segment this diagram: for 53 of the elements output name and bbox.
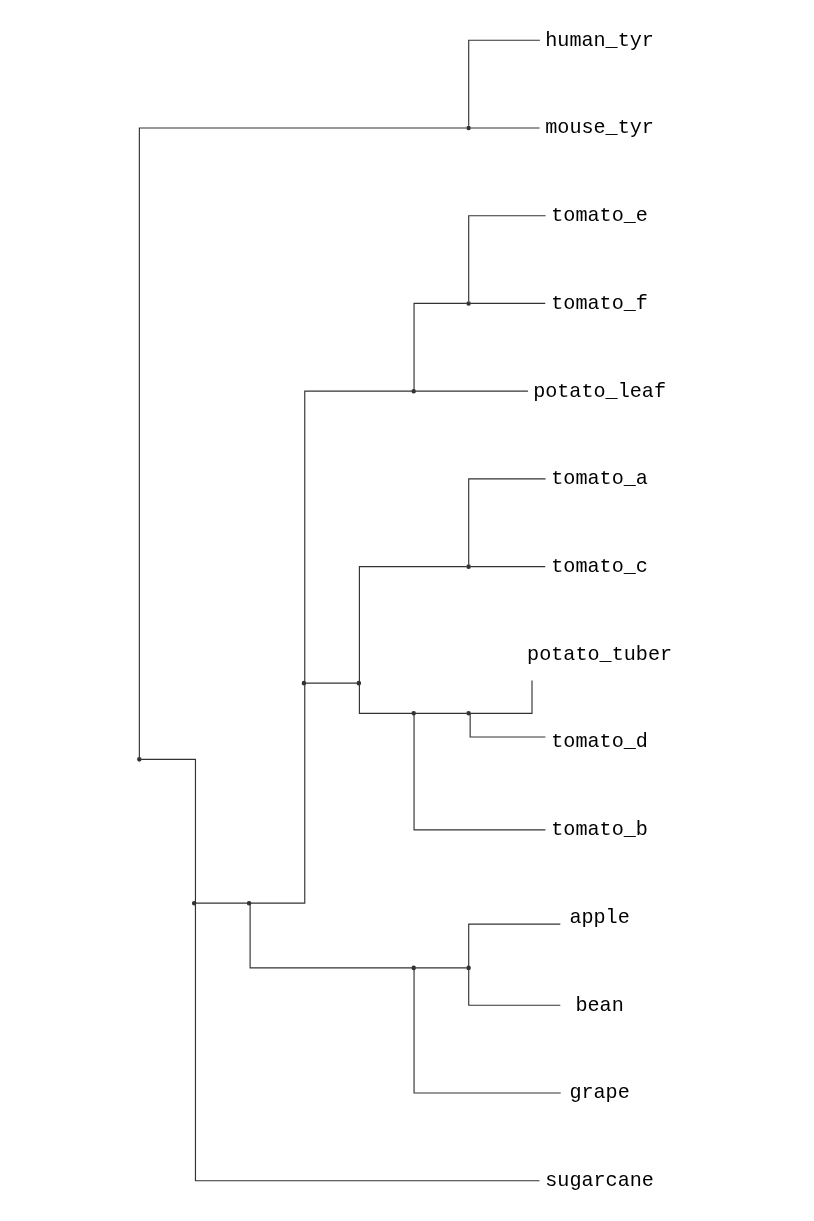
connector [303,390,412,682]
node-point [465,125,471,131]
connector [249,904,412,969]
node-text: tomato_b [550,818,648,842]
connector [414,712,467,714]
connector [414,967,467,969]
connector [469,127,540,129]
connector [469,302,546,305]
connector [467,478,546,566]
connector [467,923,561,967]
node-text: potato_leaf [532,379,666,403]
connector [194,903,540,1182]
node-point [191,900,196,906]
connector [358,684,412,714]
node-text: sugarcane [544,1169,654,1193]
node-point [136,757,142,762]
node-point [410,711,416,716]
connector [140,758,196,903]
node-point [410,388,416,394]
node-point [465,965,471,971]
node-text: tomato_d [550,730,648,754]
node-point [465,564,471,569]
connector [414,390,529,392]
node-text: tomato_f [550,291,648,315]
node-text: grape [568,1081,630,1105]
connector [469,679,533,714]
node-point [410,965,416,971]
node-text: potato_tuber [526,642,672,666]
node-point [356,680,361,686]
connector [469,566,546,568]
connector [467,968,561,1006]
connector [358,566,467,683]
connector [469,712,546,738]
node-text: mouse_tyr [544,116,654,140]
node-point [465,711,471,716]
node-text: human_tyr [544,28,654,52]
node-point [246,900,251,906]
connector [467,39,540,127]
node-text: bean [574,993,624,1017]
connector [413,714,546,831]
node-text: tomato_c [550,554,648,578]
node-point [465,301,471,306]
node-text: apple [568,905,630,929]
node-point [301,680,306,686]
connector [413,302,467,391]
node-text: tomato_a [550,467,648,491]
node-text: tomato_e [550,204,648,228]
connector [467,215,546,302]
connector [304,682,358,684]
connector [194,902,248,904]
connector [138,127,467,759]
connector [413,969,561,1094]
connector [249,683,305,904]
